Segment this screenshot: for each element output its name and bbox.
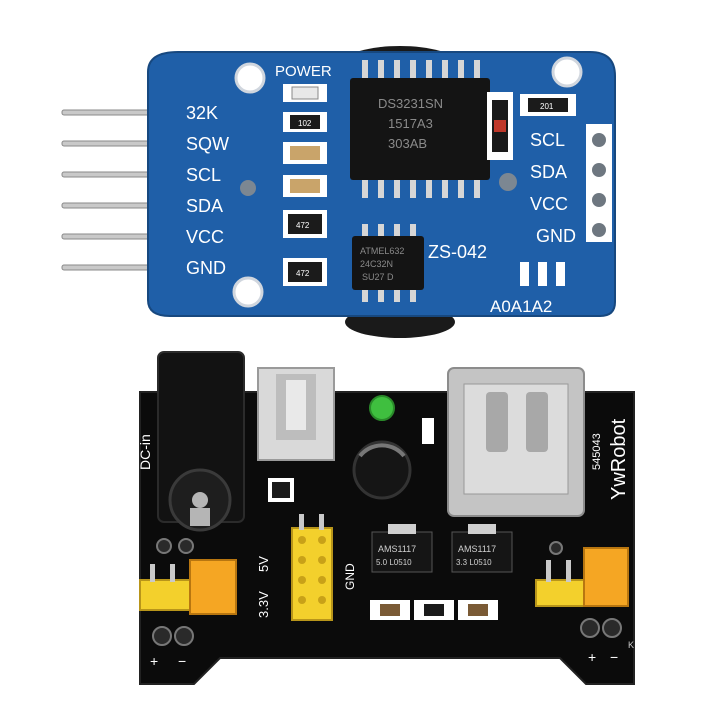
- regulator-5v: AMS1117 5.0 L0510: [371, 524, 433, 573]
- capacitor: [352, 440, 412, 500]
- label-3v3: 3.3V: [256, 591, 271, 618]
- right-minus: −: [610, 649, 618, 665]
- mount-hole-tr: [551, 56, 583, 88]
- chip-line-3: 303AB: [388, 136, 427, 151]
- label-gnd-center: GND: [343, 563, 357, 590]
- label-5v: 5V: [256, 556, 271, 572]
- label-right-gnd: GND: [536, 226, 576, 246]
- label-sqw: SQW: [186, 134, 229, 154]
- small-resistor: [422, 418, 434, 444]
- label-gnd: GND: [186, 258, 226, 278]
- right-jumper[interactable]: [583, 547, 629, 607]
- mount-hole-tl: [234, 62, 266, 94]
- board-id: ZS-042: [428, 242, 487, 262]
- model-label: 545043: [591, 433, 603, 470]
- right-pads: [586, 124, 612, 242]
- chip-line-2: 1517A3: [388, 116, 433, 131]
- green-led: [369, 395, 395, 421]
- power-led: [291, 86, 319, 100]
- address-pads-label: A0A1A2: [490, 297, 552, 316]
- label-vcc: VCC: [186, 227, 224, 247]
- via-pad: [240, 180, 256, 196]
- power-module: DC-in YwRobot 545043 AMS1117 5.0 L0510: [137, 351, 635, 685]
- eeprom-line-2: 24C32N: [360, 259, 393, 269]
- brand-label: YwRobot: [608, 418, 630, 500]
- eeprom-line-1: ATMEL632: [360, 246, 404, 256]
- chip-line-1: DS3231SN: [378, 96, 443, 111]
- power-label: POWER: [275, 63, 332, 80]
- array-472-b: 472: [296, 269, 310, 278]
- label-32k: 32K: [186, 103, 218, 123]
- reg1-line-2: 5.0 L0510: [376, 558, 412, 567]
- rtc-left-labels: 32K SQW SCL SDA VCC GND: [186, 103, 229, 278]
- smd-column: 102 472 472: [283, 112, 327, 286]
- reg2-line-2: 3.3 L0510: [456, 558, 492, 567]
- rtc-module: 32K SQW SCL SDA VCC GND POWER 102 472 47…: [61, 46, 616, 338]
- eeprom-line-3: SU27 D: [362, 272, 394, 282]
- label-right-scl: SCL: [530, 130, 565, 150]
- rail-k-label: K: [628, 640, 634, 650]
- dc-label: DC-in: [137, 434, 153, 470]
- resistor-201: 201: [540, 102, 554, 111]
- voltage-header: [291, 514, 333, 621]
- label-sda: SDA: [186, 196, 223, 216]
- eeprom-chip: ATMEL632 24C32N SU27 D: [352, 224, 424, 302]
- resistor-102: 102: [298, 119, 312, 128]
- left-minus: −: [178, 653, 186, 669]
- ds3231-chip: DS3231SN 1517A3 303AB: [350, 60, 490, 198]
- via-pad-right: [499, 173, 517, 191]
- rtc-right-labels: SCL SDA VCC GND: [530, 130, 576, 246]
- address-pads: [520, 262, 565, 286]
- right-plus: +: [588, 649, 596, 665]
- mount-hole-bl: [232, 276, 264, 308]
- smd-row: [370, 600, 498, 620]
- array-472-a: 472: [296, 221, 310, 230]
- label-right-sda: SDA: [530, 162, 567, 182]
- left-plus: +: [150, 653, 158, 669]
- left-jumper[interactable]: [189, 559, 237, 615]
- label-scl: SCL: [186, 165, 221, 185]
- label-right-vcc: VCC: [530, 194, 568, 214]
- reg2-line-1: AMS1117: [458, 544, 496, 554]
- reg1-line-1: AMS1117: [378, 544, 416, 554]
- regulator-33v: AMS1117 3.3 L0510: [451, 524, 513, 573]
